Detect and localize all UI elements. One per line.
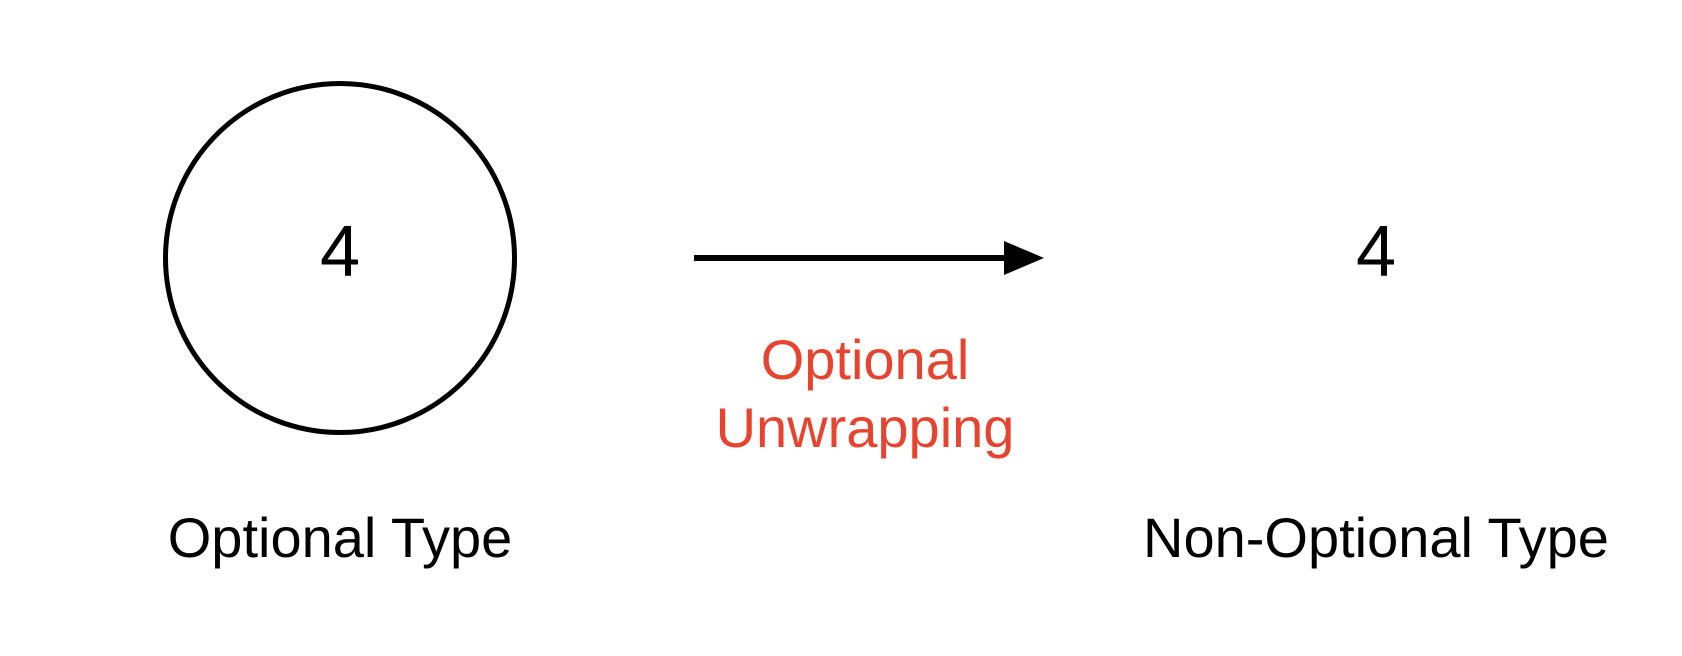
unwrap-arrow bbox=[694, 241, 1044, 275]
optional-type-label: Optional Type bbox=[167, 506, 513, 569]
optional-value: 4 bbox=[319, 212, 361, 292]
optional-wrapper-circle bbox=[163, 81, 517, 435]
operation-label: Optional Unwrapping bbox=[680, 326, 1050, 462]
non-optional-type-label: Non-Optional Type bbox=[1143, 506, 1609, 569]
operation-label-line1: Optional bbox=[760, 328, 970, 391]
operation-label-line2: Unwrapping bbox=[715, 396, 1015, 459]
non-optional-value: 4 bbox=[1355, 212, 1397, 292]
arrow-head bbox=[1004, 241, 1044, 275]
